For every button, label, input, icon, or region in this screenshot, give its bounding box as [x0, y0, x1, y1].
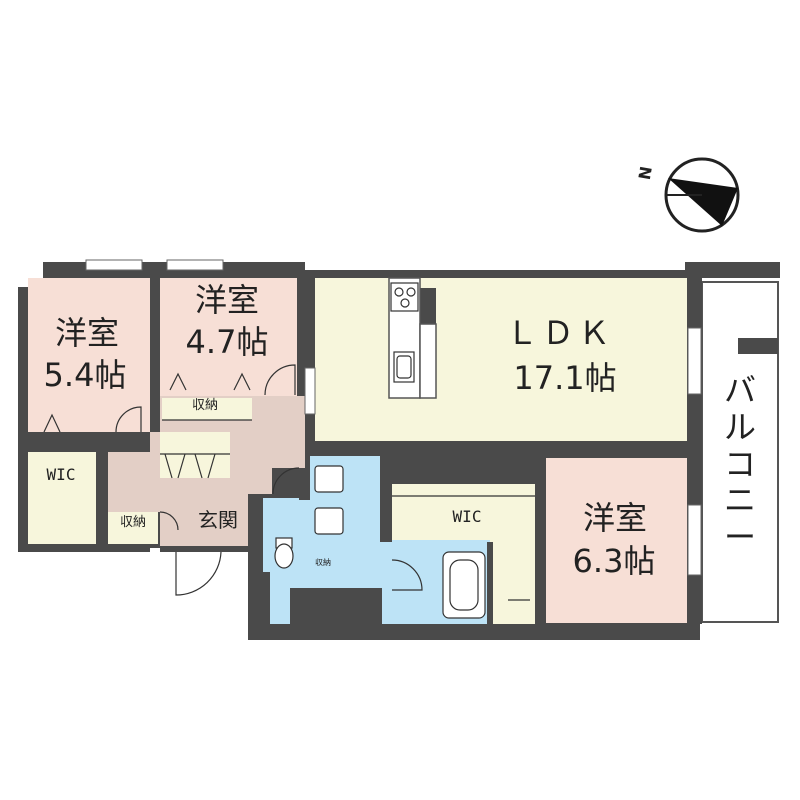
western-room-c-name: 洋室: [582, 499, 647, 537]
compass-icon: [664, 157, 740, 233]
washbasin-icon: [314, 465, 344, 535]
wic-b-floor-lower: [490, 542, 535, 624]
windows: [85, 259, 702, 576]
entrance-label: 玄関: [198, 508, 238, 532]
wic-a-floor: [28, 452, 96, 544]
stove-icon: [390, 282, 419, 312]
kitchen-counter-ext: [419, 323, 437, 399]
wic-b-floor: [392, 484, 535, 542]
bathtub-icon: [442, 551, 486, 619]
western-room-a-floor: [28, 278, 150, 432]
doors: [43, 364, 423, 596]
sink-icon: [393, 351, 415, 383]
closet-marks: [160, 419, 535, 601]
ldk-floor: [315, 278, 687, 441]
storage-b-label: 収納: [119, 515, 146, 530]
north-label: N: [634, 164, 656, 182]
ldk-name: ＬＤＫ: [505, 314, 614, 352]
ldk-size: 17.1帖: [513, 359, 617, 397]
western-room-b-floor: [160, 278, 297, 396]
balcony-label: バルコニー: [723, 371, 756, 557]
western-room-b-size: 4.7帖: [185, 323, 269, 361]
balcony-wall: [738, 338, 778, 354]
storage-a-floor: [162, 398, 252, 420]
toilet-icon: [274, 537, 294, 569]
western-room-a-size: 5.4帖: [43, 356, 127, 394]
wic-a-label: WIC: [46, 465, 76, 484]
storage-a-label: 収納: [191, 398, 218, 413]
western-room-a-name: 洋室: [54, 314, 119, 352]
storage-c-label: 収納: [315, 558, 331, 567]
western-room-c-size: 6.3帖: [572, 542, 656, 580]
storage-b-floor: [108, 512, 158, 544]
western-room-b-name: 洋室: [194, 281, 259, 319]
western-room-c-floor: [546, 458, 687, 623]
entrance-doorframe: [160, 546, 248, 552]
wic-b-label: WIC: [452, 507, 482, 526]
